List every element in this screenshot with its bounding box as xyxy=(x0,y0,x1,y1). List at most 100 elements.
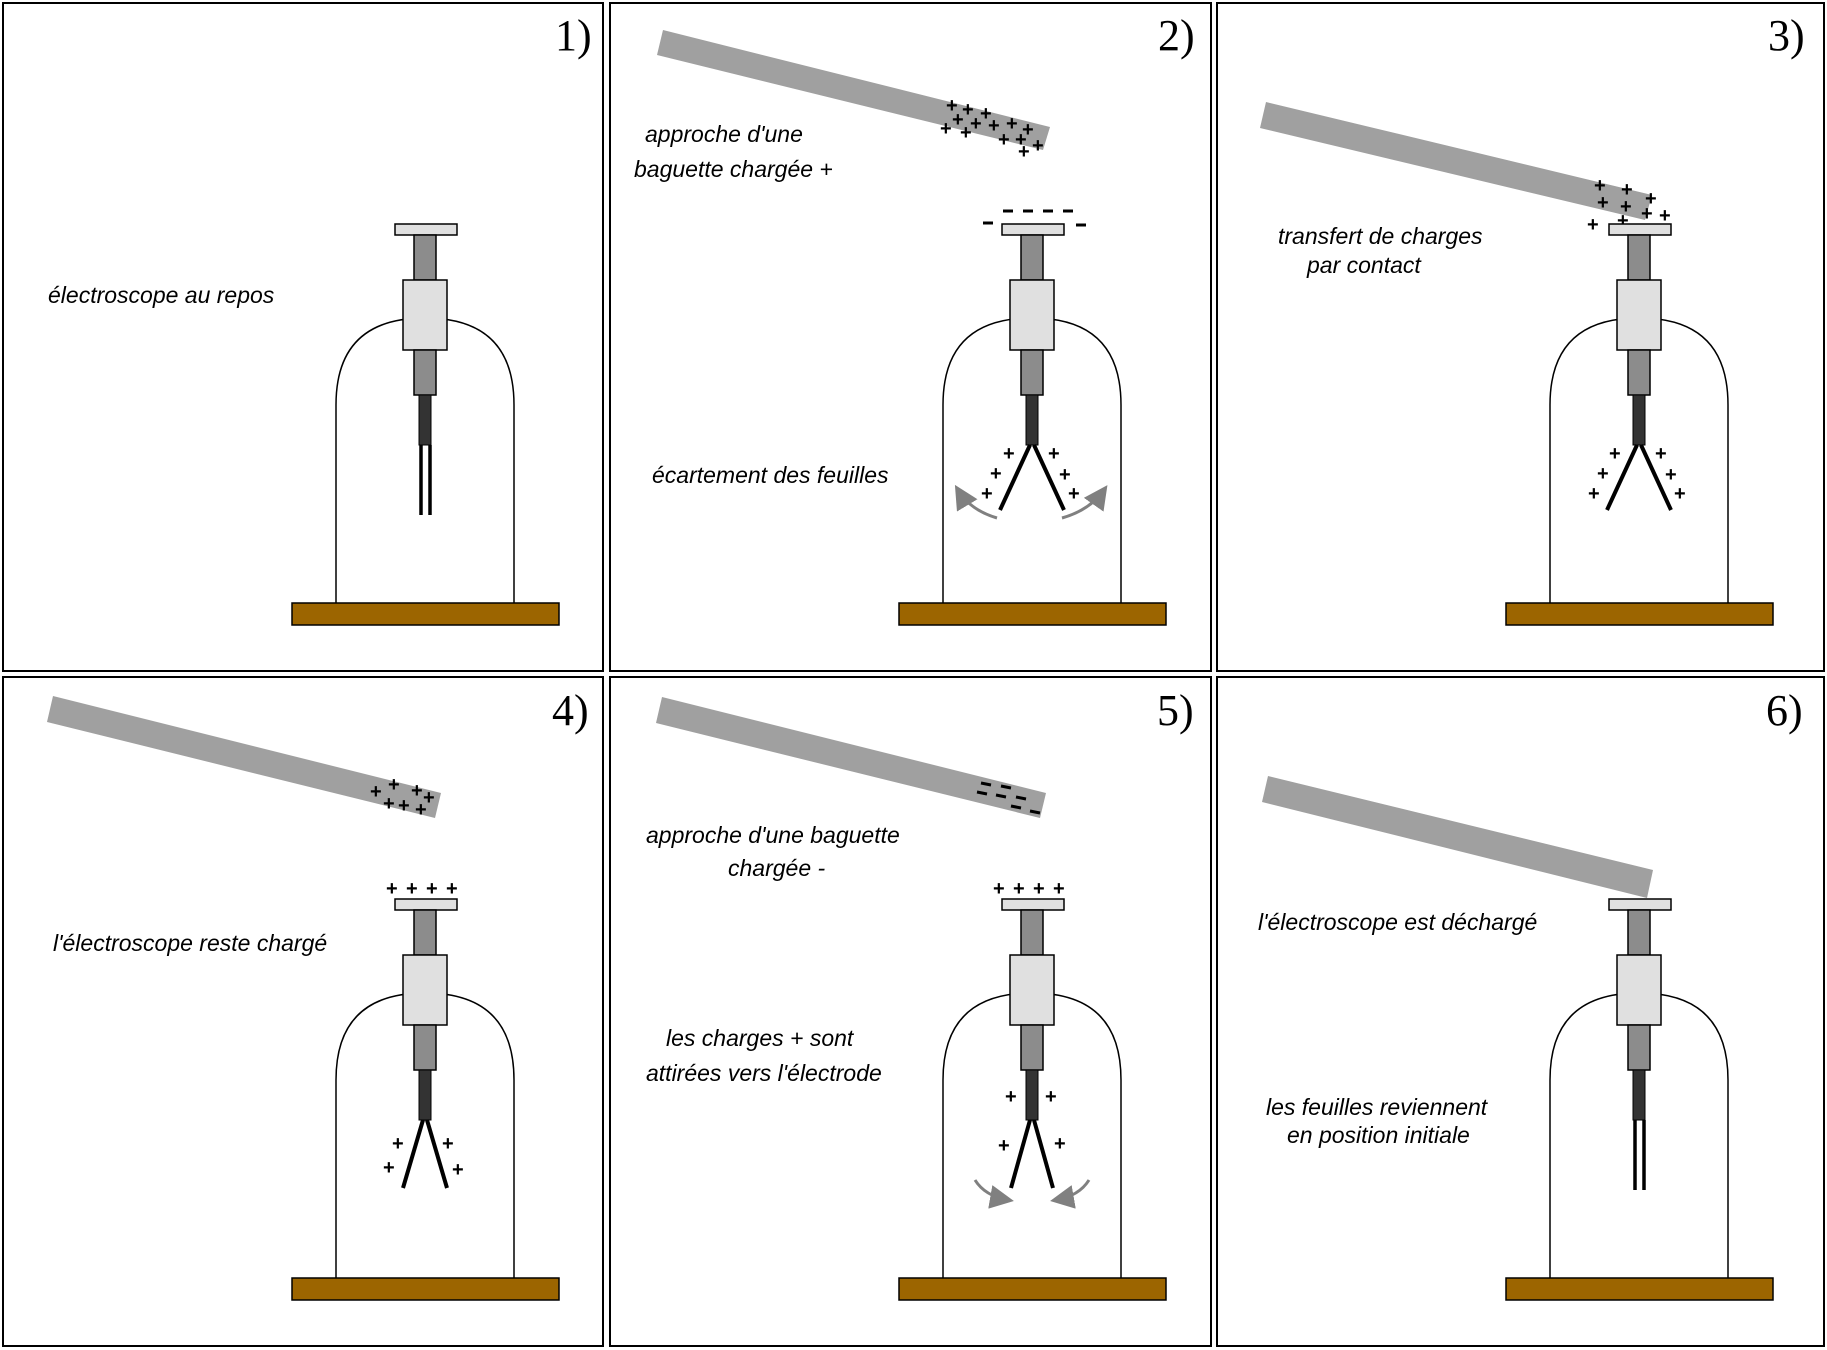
electrode-knob xyxy=(1001,898,1065,911)
plus-charge: + xyxy=(1645,188,1657,210)
plus-charge: + xyxy=(952,109,964,131)
plus-charge: + xyxy=(1033,878,1045,900)
panel-3-caption-2: par contact xyxy=(1306,252,1422,278)
plus-charge: + xyxy=(988,115,1000,137)
minus-charge xyxy=(1000,784,1012,790)
panel-5-number: 5) xyxy=(1157,686,1194,735)
plus-charge: + xyxy=(960,122,972,144)
upper-stem xyxy=(413,909,437,956)
lower-stem xyxy=(413,1024,437,1071)
rod-charges-positive: + + + + + + + xyxy=(370,774,435,821)
panel-2-caption-2: baguette chargée + xyxy=(634,156,833,182)
plus-charge: + xyxy=(426,878,438,900)
panel-6: 6) l'électroscope est déchargé les feuil… xyxy=(1216,676,1825,1347)
gold-leaf-right xyxy=(1639,444,1673,511)
plus-charge: + xyxy=(383,793,395,815)
panel-5-caption-4: attirées vers l'électrode xyxy=(646,1060,882,1086)
plus-charge: + xyxy=(415,799,427,821)
plus-charge: + xyxy=(1620,196,1632,218)
leaf-holder xyxy=(1025,394,1039,446)
panel-4-number: 4) xyxy=(552,686,589,735)
leaf-charges-positive: + + + + + + xyxy=(1588,443,1686,505)
plus-charge: + xyxy=(946,95,958,117)
plus-charge: + xyxy=(970,113,982,135)
wooden-base xyxy=(1505,602,1774,626)
plus-charge: + xyxy=(962,99,974,121)
charged-rod xyxy=(657,30,1050,150)
leaf-holder xyxy=(1632,394,1646,446)
minus-charge xyxy=(995,793,1007,799)
plus-charge: + xyxy=(1621,179,1633,201)
close-arrow-left xyxy=(973,1179,1014,1209)
wooden-base xyxy=(898,1277,1167,1301)
lower-stem xyxy=(413,349,437,396)
insulator xyxy=(1009,954,1055,1026)
insulator xyxy=(1009,279,1055,351)
plus-charge: + xyxy=(386,878,398,900)
plus-charge: + xyxy=(1588,483,1600,505)
gold-leaf-right xyxy=(425,1119,449,1189)
upper-stem xyxy=(1020,234,1044,281)
panel-1-frame xyxy=(2,2,604,672)
leaf-holder xyxy=(418,394,432,446)
gold-leaf-left xyxy=(401,1119,425,1189)
plus-charge: + xyxy=(980,103,992,125)
panel-2-caption-1: approche d'une xyxy=(645,121,803,147)
plus-charge: + xyxy=(411,780,423,802)
plus-charge: + xyxy=(1059,464,1071,486)
gold-leaf-right xyxy=(1032,1119,1055,1189)
insulator xyxy=(1616,954,1662,1026)
plus-charge: + xyxy=(1006,113,1018,135)
plus-charge: + xyxy=(990,463,1002,485)
panel-1-caption-1: électroscope au repos xyxy=(48,282,275,308)
uncharged-rod xyxy=(1262,776,1653,898)
electrode-knob xyxy=(394,223,458,236)
plus-charge: + xyxy=(442,1133,454,1155)
lower-stem xyxy=(1627,1024,1651,1071)
plus-charge: + xyxy=(383,1157,395,1179)
charged-rod xyxy=(656,697,1046,818)
plus-charge: + xyxy=(1053,878,1065,900)
electrode-knob xyxy=(1608,898,1672,911)
electroscope-6 xyxy=(1505,898,1774,1301)
panel-5: 5) approche d'une baguette chargée - les… xyxy=(609,676,1212,1347)
plus-charge: + xyxy=(1597,463,1609,485)
plus-charge: + xyxy=(998,1135,1010,1157)
panel-4-frame xyxy=(2,676,604,1347)
plus-charge: + xyxy=(398,795,410,817)
plus-charge: + xyxy=(370,781,382,803)
electroscope-5 xyxy=(898,898,1167,1301)
leaf-charges-positive: + + + + xyxy=(998,1086,1066,1157)
panel-3-frame xyxy=(1216,2,1825,672)
panel-2: 2) + + + + + + + + + + + + + + approche … xyxy=(609,2,1212,672)
gold-leaf-right xyxy=(1032,444,1066,511)
plus-charge: + xyxy=(1617,210,1629,232)
plus-charge: + xyxy=(1609,443,1621,465)
plus-charge: + xyxy=(1045,1086,1057,1108)
minus-charge xyxy=(1029,809,1041,815)
plus-charge: + xyxy=(446,878,458,900)
insulator xyxy=(402,279,448,351)
knob-charges-positive: + + + + xyxy=(993,878,1065,900)
minus-charge xyxy=(976,790,988,796)
minus-charge xyxy=(1015,795,1027,801)
gold-leaf-left xyxy=(998,444,1032,511)
rod-charges-positive: + + + + + + + + + + + + + + xyxy=(940,95,1044,163)
lower-stem xyxy=(1020,349,1044,396)
upper-stem xyxy=(1627,909,1651,956)
panel-3: 3) + + + + + + + + + transfert de charge… xyxy=(1216,2,1825,672)
electrode-knob xyxy=(1608,223,1672,236)
leaf-charges-positive: + + + + xyxy=(383,1133,464,1181)
electroscope-3 xyxy=(1505,223,1774,626)
wooden-base xyxy=(898,602,1167,626)
spread-arrow-right xyxy=(1061,485,1108,520)
panel-5-frame xyxy=(609,676,1212,1347)
plus-charge: + xyxy=(1054,1133,1066,1155)
panel-6-number: 6) xyxy=(1766,686,1803,735)
electroscope-4 xyxy=(291,898,560,1301)
charged-rod xyxy=(47,696,441,818)
plus-charge: + xyxy=(423,787,435,809)
panel-2-number: 2) xyxy=(1158,11,1195,60)
panel-2-frame xyxy=(609,2,1212,672)
minus-charge xyxy=(980,781,992,787)
